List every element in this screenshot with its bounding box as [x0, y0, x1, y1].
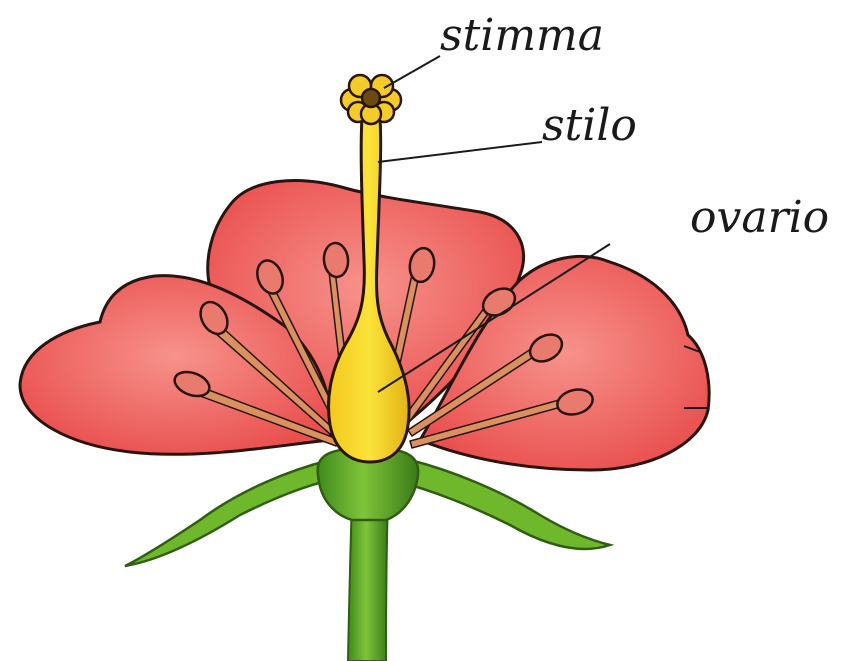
- leader-style: [378, 142, 542, 162]
- leader-stigma: [384, 56, 440, 88]
- sepal-left: [125, 460, 345, 566]
- sepal-right: [400, 460, 610, 549]
- label-stigma: stimma: [440, 14, 604, 58]
- label-ovary: ovario: [690, 196, 829, 240]
- stem: [348, 500, 388, 661]
- label-style: stilo: [542, 104, 637, 148]
